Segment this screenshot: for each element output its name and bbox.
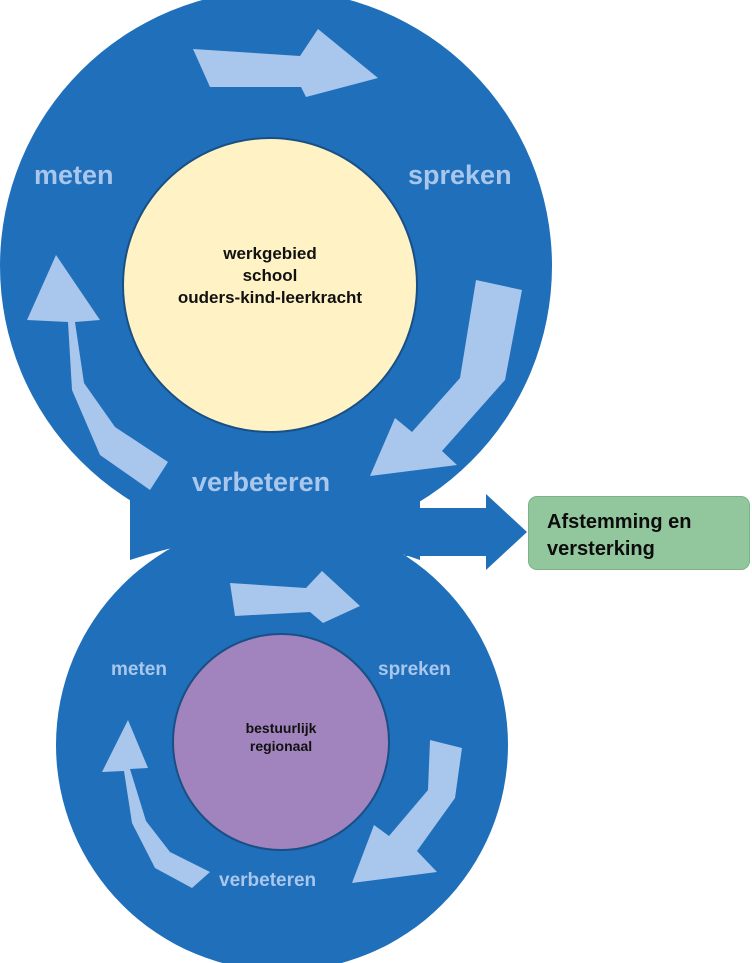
circle-connector	[130, 500, 420, 560]
bottom-label-verbeteren: verbeteren	[219, 870, 317, 891]
outcome-box: Afstemming en versterking	[528, 496, 750, 570]
bottom-center-circle	[172, 633, 390, 851]
bottom-label-meten: meten	[111, 659, 167, 680]
outcome-arrow	[405, 494, 527, 570]
top-label-spreken: spreken	[408, 160, 512, 190]
top-label-verbeteren: verbeteren	[192, 467, 331, 497]
top-arrow-spreken-to-verbeteren	[370, 280, 522, 476]
top-center-line-1: werkgebied	[223, 244, 317, 263]
top-center-line-2: school	[242, 266, 298, 286]
bottom-label-spreken: spreken	[378, 659, 451, 680]
outcome-text: Afstemming en versterking	[547, 511, 692, 560]
top-center-line-3: ouders-kind-leerkracht	[177, 288, 363, 308]
top-label-meten: meten	[34, 160, 114, 190]
bottom-center-text: bestuurlijk regionaal	[211, 719, 351, 755]
top-center-text: werkgebied school ouders-kind-leerkracht	[150, 243, 390, 309]
bottom-arrow-verbeteren-to-meten	[102, 720, 210, 888]
top-arrow-meten-to-spreken	[193, 29, 378, 97]
top-center-circle	[122, 137, 418, 433]
bottom-arrow-meten-to-spreken	[230, 571, 360, 623]
bottom-center-line-1: bestuurlijk	[245, 720, 317, 736]
bottom-center-line-2: regionaal	[249, 738, 313, 755]
bottom-arrow-spreken-to-verbeteren	[352, 740, 462, 883]
top-arrow-verbeteren-to-meten	[27, 255, 168, 490]
